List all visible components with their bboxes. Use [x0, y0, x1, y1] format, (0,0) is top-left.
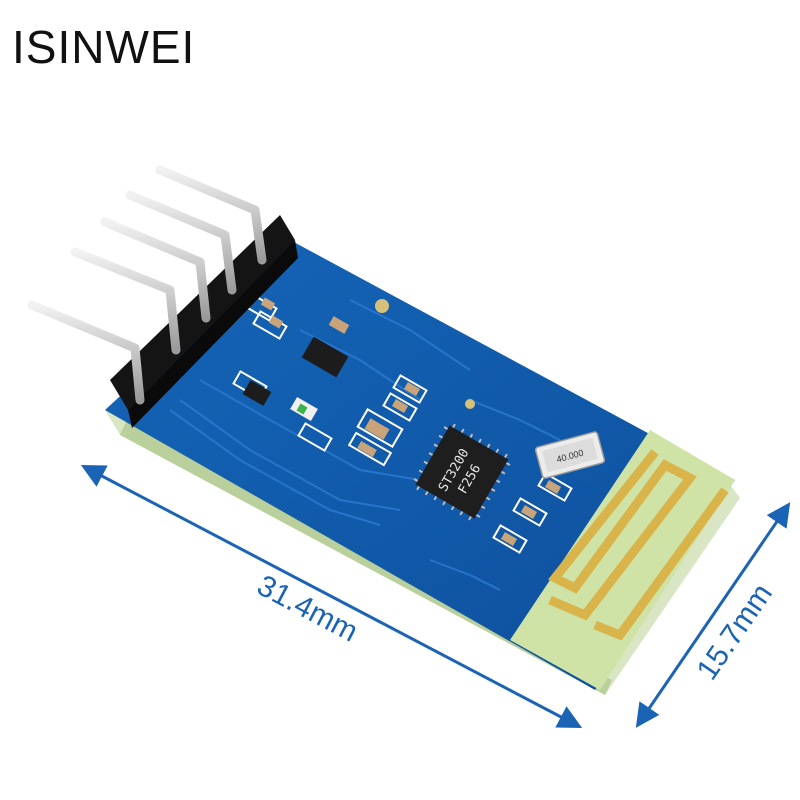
- mounting-hole: [375, 299, 389, 313]
- header-pin: [125, 190, 237, 295]
- regulator-chip: [301, 336, 349, 378]
- header-pins: [27, 165, 267, 405]
- header-pin: [155, 165, 267, 265]
- width-label: 15.7mm: [691, 578, 779, 686]
- transistor-chip: [242, 380, 272, 406]
- header-pin: [70, 247, 181, 355]
- pin-header: [27, 165, 298, 428]
- header-pin: [27, 300, 145, 405]
- brand-watermark: ISINWEI: [12, 21, 196, 73]
- header-pin: [100, 217, 211, 323]
- length-label: 31.4mm: [252, 569, 363, 649]
